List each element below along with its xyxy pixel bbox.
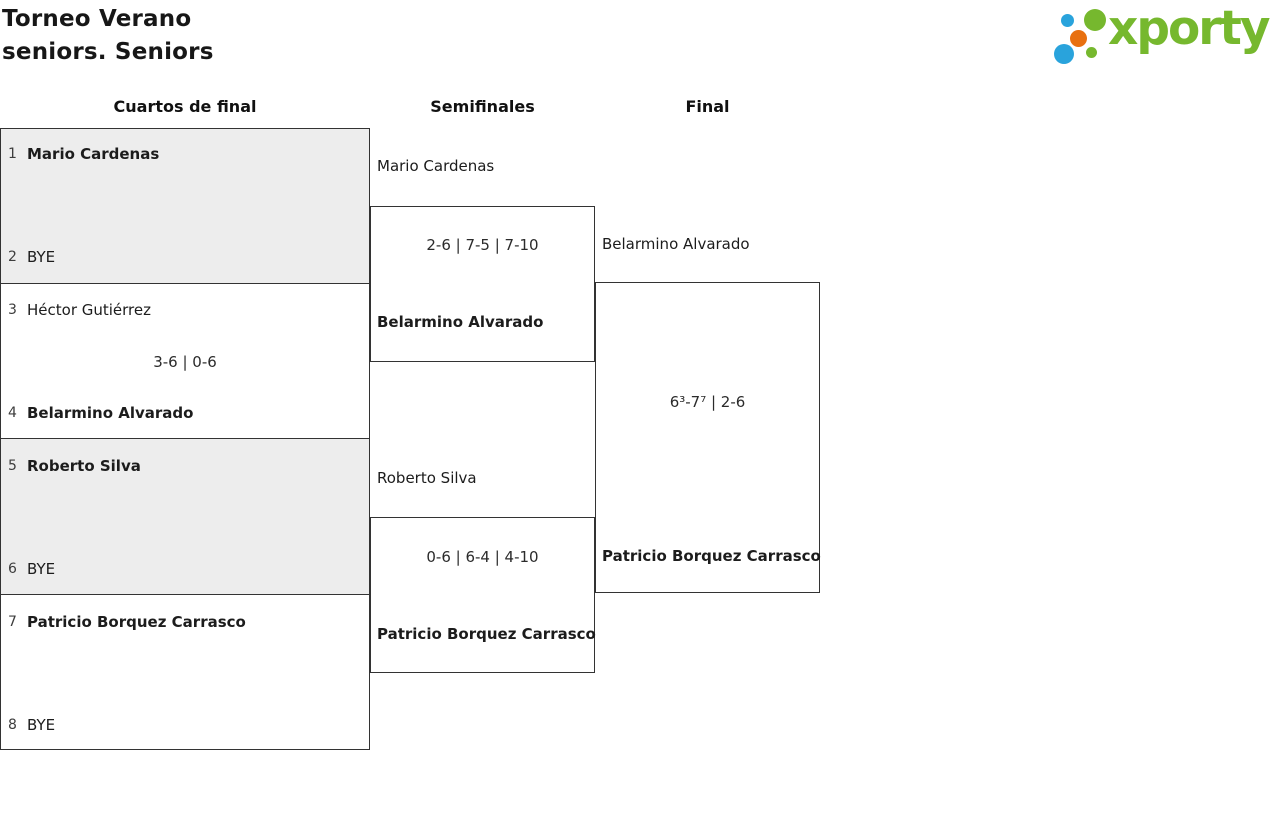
- player-name: Belarmino Alvarado: [377, 313, 544, 331]
- seed-number: 3: [8, 302, 17, 318]
- round-header-final: Final: [685, 97, 730, 116]
- match-box-final: [595, 282, 820, 593]
- logo-dot-icon: [1070, 30, 1087, 47]
- player-row: 8 BYE: [8, 714, 55, 736]
- player-row: 1 Mario Cardenas: [8, 143, 159, 165]
- seed-number: 6: [8, 561, 17, 577]
- player-name: Belarmino Alvarado: [27, 404, 194, 422]
- match-score: 3-6 | 0-6: [153, 353, 217, 371]
- player-name: Mario Cardenas: [377, 157, 495, 175]
- logo-dot-icon: [1086, 47, 1097, 58]
- player-row: 6 BYE: [8, 558, 55, 580]
- match-score: 2-6 | 7-5 | 7-10: [426, 236, 539, 254]
- match-box-semifinal-1: [370, 206, 595, 362]
- match-box-quarterfinal-4: [0, 594, 370, 750]
- logo-dot-icon: [1054, 44, 1074, 64]
- seed-number: 5: [8, 458, 17, 474]
- player-name: Roberto Silva: [27, 457, 141, 475]
- player-row: 4 Belarmino Alvarado: [8, 402, 193, 424]
- player-name: BYE: [27, 560, 56, 578]
- match-score: 6³-7⁷ | 2-6: [669, 393, 746, 411]
- player-name: Belarmino Alvarado: [602, 235, 750, 253]
- player-name: Mario Cardenas: [27, 145, 160, 163]
- round-header-semifinals: Semifinales: [430, 97, 535, 116]
- logo-dot-icon: [1061, 14, 1074, 27]
- seed-number: 1: [8, 146, 17, 162]
- logo-dot-icon: [1084, 9, 1106, 31]
- player-name: Patricio Borquez Carrasco: [602, 547, 821, 565]
- xporty-logo[interactable]: xporty: [1050, 1, 1276, 70]
- match-box-semifinal-2: [370, 517, 595, 673]
- tournament-title-line2: seniors. Seniors: [2, 39, 214, 65]
- seed-number: 4: [8, 405, 17, 421]
- tournament-title: Torneo Verano seniors. Seniors: [2, 3, 214, 69]
- player-name: Roberto Silva: [377, 469, 477, 487]
- tournament-title-line1: Torneo Verano: [2, 6, 192, 32]
- match-box-quarterfinal-2: [0, 283, 370, 439]
- player-row: 5 Roberto Silva: [8, 455, 141, 477]
- seed-number: 8: [8, 717, 17, 733]
- player-row: 3 Héctor Gutiérrez: [8, 299, 151, 321]
- player-name: Patricio Borquez Carrasco: [377, 625, 596, 643]
- player-name: Patricio Borquez Carrasco: [27, 613, 246, 631]
- player-row: 7 Patricio Borquez Carrasco: [8, 611, 246, 633]
- match-box-quarterfinal-1: [0, 128, 370, 284]
- match-score: 0-6 | 6-4 | 4-10: [426, 548, 539, 566]
- seed-number: 7: [8, 614, 17, 630]
- logo-wordmark: xporty: [1108, 1, 1271, 56]
- seed-number: 2: [8, 249, 17, 265]
- player-name: BYE: [27, 716, 56, 734]
- round-header-quarterfinals: Cuartos de final: [113, 97, 257, 116]
- player-name: Héctor Gutiérrez: [27, 301, 151, 319]
- player-row: 2 BYE: [8, 246, 55, 268]
- player-name: BYE: [27, 248, 56, 266]
